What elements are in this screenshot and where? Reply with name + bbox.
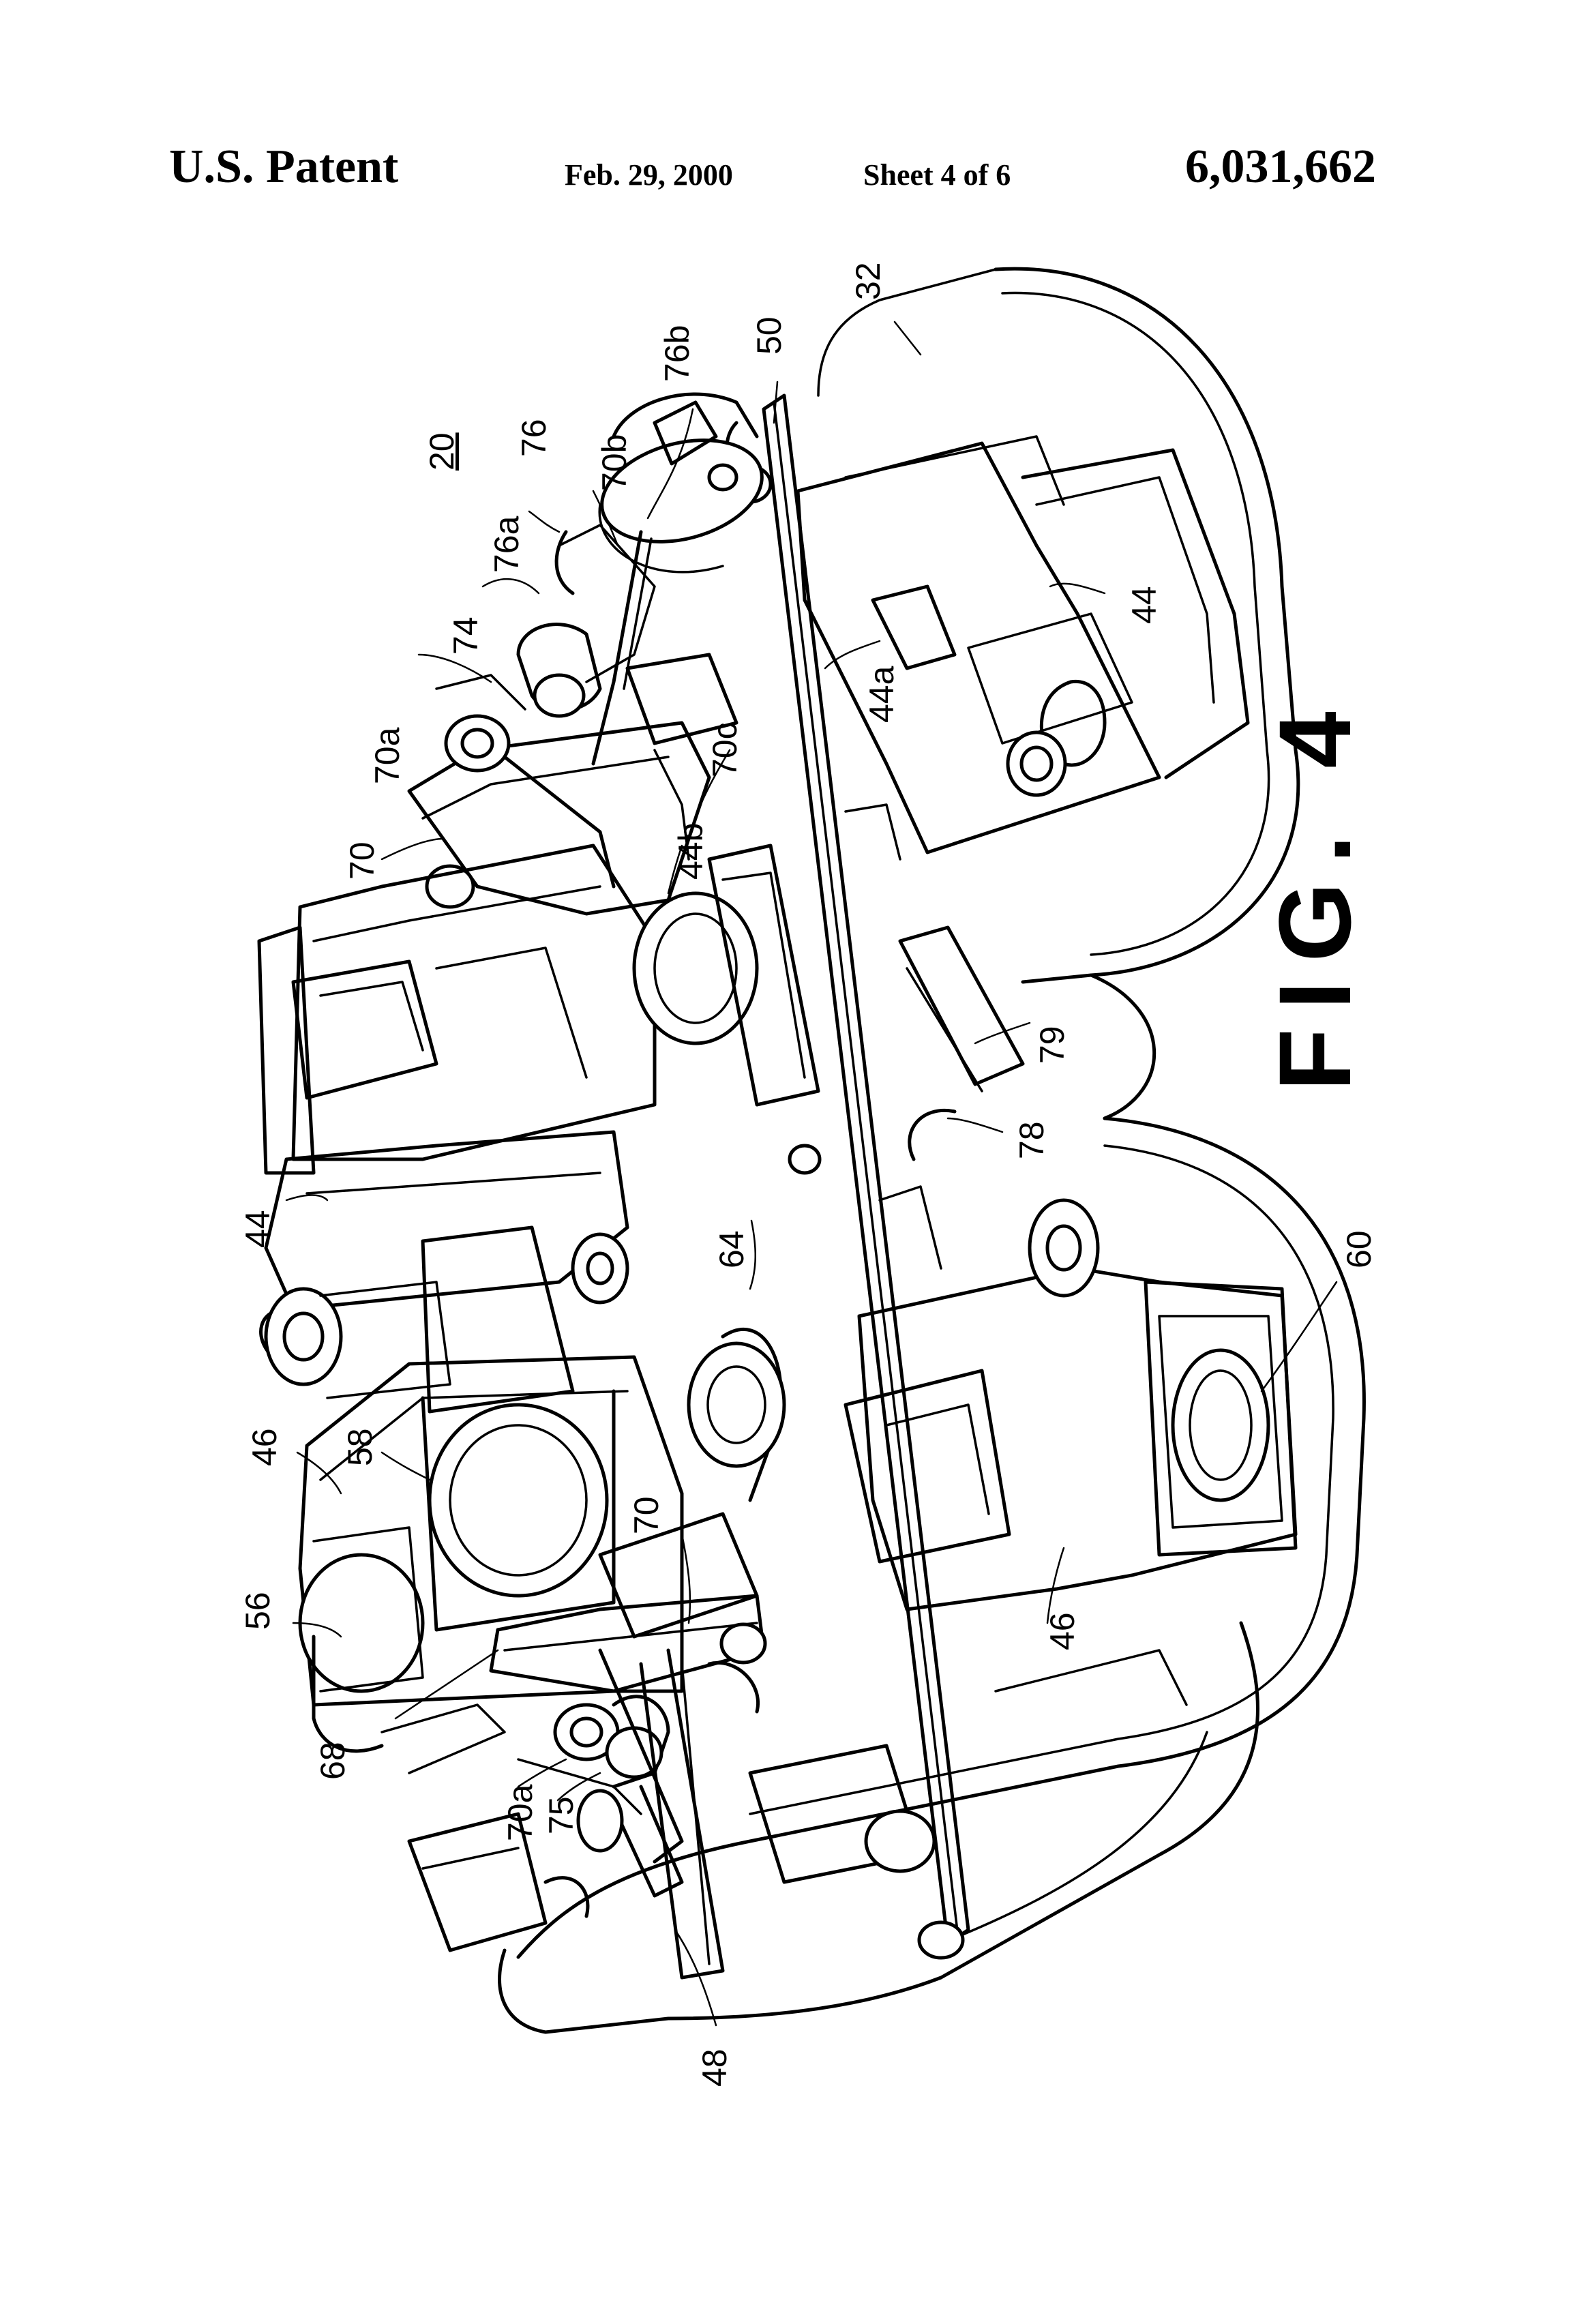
label-46-bottom: 46 — [1043, 1612, 1081, 1650]
reference-numerals: 32 50 76b 70b 76 20 76a 74 70a 70c 44a 4… — [239, 262, 1378, 2087]
bracket-78-79 — [788, 925, 1025, 1270]
socket-70a-lower — [407, 1648, 936, 1980]
lamp-unit-44-left — [259, 1130, 629, 1414]
label-75: 75 — [542, 1796, 580, 1834]
socket-assembly-76 — [554, 392, 764, 766]
lamp-unit-46-lower — [844, 1198, 1298, 1706]
label-60: 60 — [1340, 1230, 1378, 1268]
frame-bar-50 — [725, 393, 970, 1960]
label-78: 78 — [1013, 1121, 1051, 1159]
header-sheet: Sheet 4 of 6 — [863, 158, 1011, 192]
label-44-left: 44 — [239, 1210, 277, 1248]
label-70c: 70c — [706, 722, 744, 777]
label-64: 64 — [713, 1230, 751, 1268]
leader-lines — [285, 321, 1338, 2027]
label-assembly-20: 20 — [423, 432, 461, 471]
label-44a: 44a — [863, 666, 901, 723]
label-74: 74 — [447, 616, 485, 655]
patent-header: U.S. Patent Feb. 29, 2000 Sheet 4 of 6 6… — [0, 140, 1582, 201]
header-date: Feb. 29, 2000 — [565, 158, 733, 192]
socket-70-lower — [380, 1512, 767, 1774]
lamp-unit-44-right — [796, 435, 1250, 861]
label-70a-bottom: 70a — [501, 1784, 539, 1841]
label-76: 76 — [515, 419, 553, 457]
lamp-unit-46-upper — [298, 1327, 786, 1753]
label-70b: 70b — [595, 434, 633, 491]
figure-caption: FIG. 4 — [1257, 692, 1372, 1091]
label-44-right: 44 — [1125, 586, 1163, 624]
label-70-mid: 70 — [627, 1496, 666, 1534]
label-79: 79 — [1033, 1026, 1071, 1064]
label-56: 56 — [239, 1592, 277, 1630]
label-70-top: 70 — [343, 841, 381, 880]
label-58: 58 — [341, 1428, 379, 1466]
label-32: 32 — [849, 262, 887, 300]
label-68: 68 — [314, 1742, 352, 1780]
label-76a: 76a — [488, 516, 526, 573]
housing-outline — [498, 267, 1366, 2034]
lamp-box-center-upper — [257, 844, 820, 1175]
label-50: 50 — [750, 316, 788, 355]
label-76b: 76b — [658, 325, 696, 382]
label-44b: 44b — [672, 823, 710, 880]
label-70a-top: 70a — [368, 727, 406, 784]
label-48: 48 — [696, 2049, 734, 2087]
header-patent-number: 6,031,662 — [1185, 140, 1376, 193]
header-patent-label: U.S. Patent — [169, 140, 399, 193]
label-46-top: 46 — [245, 1428, 284, 1466]
